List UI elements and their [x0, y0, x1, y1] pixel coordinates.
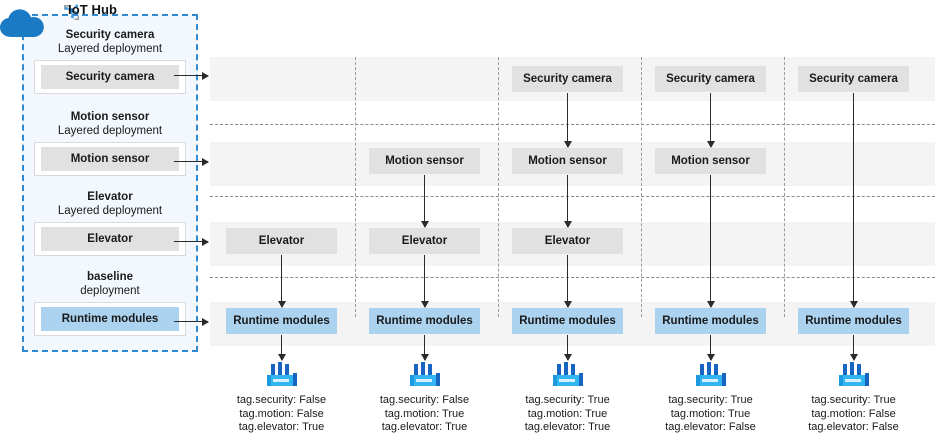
tag-line: tag.motion: False — [811, 407, 896, 420]
row-divider-2 — [210, 196, 935, 197]
factory-icon — [410, 362, 440, 386]
arrow-runtime-to-device-3 — [563, 335, 572, 361]
connector-hub-to-row-1 — [174, 71, 209, 80]
node-motion-device-2[interactable]: Motion sensor — [369, 148, 480, 174]
node-runtime-device-3[interactable]: Runtime modules — [512, 308, 623, 334]
column-divider-1 — [355, 57, 356, 317]
deployment-module-label: Security camera — [41, 65, 179, 89]
row-divider-1 — [210, 124, 935, 125]
deployment-group-elevator: Elevator Layered deployment Elevator — [22, 190, 198, 256]
tag-line: tag.security: True — [525, 394, 610, 406]
device-tags-3: tag.security: True tag.motion: True tag.… — [496, 394, 639, 435]
arrow-runtime-to-device-2 — [420, 335, 429, 361]
deployment-name: baseline — [86, 271, 134, 283]
factory-icon — [839, 362, 869, 386]
arrow-security-to-runtime-device-5 — [849, 93, 858, 308]
arrow-motion-to-runtime-device-4 — [706, 175, 715, 308]
deployment-group-baseline: baseline deployment Runtime modules — [22, 270, 198, 336]
deployment-group-motion-sensor: Motion sensor Layered deployment Motion … — [22, 110, 198, 176]
node-security-device-4[interactable]: Security camera — [655, 66, 766, 92]
arrow-runtime-to-device-1 — [277, 335, 286, 361]
deployment-box[interactable]: Security camera — [34, 60, 186, 94]
deployment-type: Layered deployment — [57, 205, 163, 217]
arrow-runtime-to-device-5 — [849, 335, 858, 361]
node-runtime-device-5[interactable]: Runtime modules — [798, 308, 909, 334]
factory-icon — [553, 362, 583, 386]
deployment-name: Security camera — [65, 29, 155, 41]
deployment-module-label: Elevator — [41, 227, 179, 251]
connector-hub-to-row-3 — [174, 237, 209, 246]
deployment-box[interactable]: Runtime modules — [34, 302, 186, 336]
tag-line: tag.elevator: False — [665, 421, 756, 433]
device-tags-5: tag.security: True tag.motion: False tag… — [782, 394, 925, 435]
device-tags-1: tag.security: False tag.motion: False ta… — [210, 394, 353, 435]
tag-line: tag.security: True — [811, 394, 896, 406]
node-security-device-3[interactable]: Security camera — [512, 66, 623, 92]
node-motion-device-4[interactable]: Motion sensor — [655, 148, 766, 174]
tag-line: tag.motion: False — [239, 407, 324, 420]
column-divider-4 — [784, 57, 785, 317]
tag-line: tag.motion: True — [384, 407, 465, 420]
deployment-type: Layered deployment — [57, 43, 163, 55]
tag-line: tag.security: False — [236, 394, 327, 406]
deployment-name: Motion sensor — [70, 111, 150, 123]
factory-icon — [696, 362, 726, 386]
node-elevator-device-2[interactable]: Elevator — [369, 228, 480, 254]
arrow-motion-to-elevator-device-2 — [420, 175, 429, 228]
deployment-type: Layered deployment — [57, 125, 163, 137]
arrow-security-to-motion-device-3 — [563, 93, 572, 148]
node-elevator-device-3[interactable]: Elevator — [512, 228, 623, 254]
node-security-device-5[interactable]: Security camera — [798, 66, 909, 92]
factory-icon — [267, 362, 297, 386]
arrow-runtime-to-device-4 — [706, 335, 715, 361]
column-divider-2 — [498, 57, 499, 317]
node-motion-device-3[interactable]: Motion sensor — [512, 148, 623, 174]
cloud-icon — [0, 9, 44, 37]
device-grid: Elevator Runtime modules tag.security: F… — [210, 0, 935, 435]
device-tags-4: tag.security: True tag.motion: True tag.… — [639, 394, 782, 435]
deployment-module-label: Runtime modules — [41, 307, 179, 331]
iot-hub-icon — [63, 4, 80, 21]
connector-hub-to-row-2 — [174, 157, 209, 166]
arrow-elevator-to-runtime-device-3 — [563, 255, 572, 308]
arrow-elevator-to-runtime-device-2 — [420, 255, 429, 308]
deployment-box[interactable]: Motion sensor — [34, 142, 186, 176]
node-runtime-device-2[interactable]: Runtime modules — [369, 308, 480, 334]
tag-line: tag.security: False — [379, 394, 470, 406]
node-runtime-device-1[interactable]: Runtime modules — [226, 308, 337, 334]
arrow-elevator-to-runtime-device-1 — [277, 255, 286, 308]
node-elevator-device-1[interactable]: Elevator — [226, 228, 337, 254]
tag-line: tag.elevator: False — [808, 421, 899, 433]
row-divider-3 — [210, 277, 935, 278]
deployment-box[interactable]: Elevator — [34, 222, 186, 256]
tag-line: tag.motion: True — [527, 407, 608, 420]
tag-line: tag.motion: True — [670, 407, 751, 420]
device-tags-2: tag.security: False tag.motion: True tag… — [353, 394, 496, 435]
deployment-type: deployment — [80, 285, 140, 297]
deployment-module-label: Motion sensor — [41, 147, 179, 171]
connector-hub-to-row-4 — [174, 317, 209, 326]
arrow-security-to-motion-device-4 — [706, 93, 715, 148]
column-divider-3 — [641, 57, 642, 317]
tag-line: tag.elevator: True — [524, 421, 611, 433]
tag-line: tag.security: True — [668, 394, 753, 406]
deployment-name: Elevator — [87, 191, 133, 203]
iot-hub-title: IoT Hub — [68, 2, 118, 17]
deployment-group-security-camera: Security camera Layered deployment Secur… — [22, 28, 198, 94]
arrow-motion-to-elevator-device-3 — [563, 175, 572, 228]
tag-line: tag.elevator: True — [381, 421, 468, 433]
node-runtime-device-4[interactable]: Runtime modules — [655, 308, 766, 334]
tag-line: tag.elevator: True — [238, 421, 325, 433]
